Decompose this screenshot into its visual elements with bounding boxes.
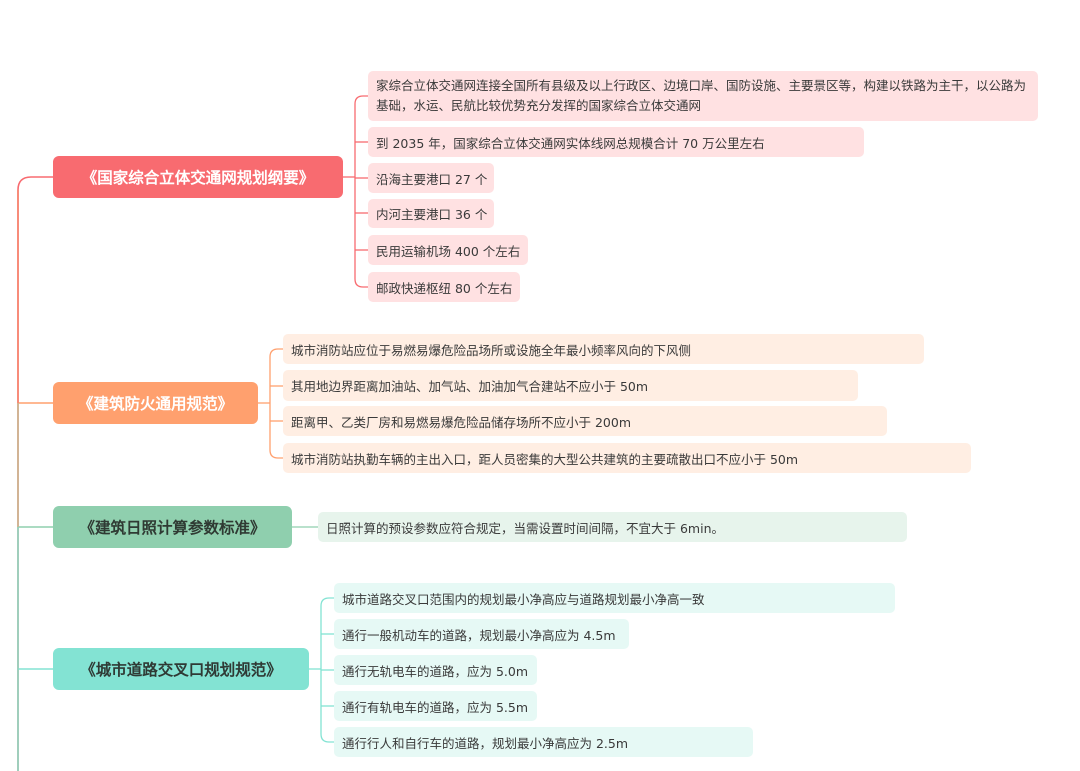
branch-2-connectors [258,348,283,459]
list-item: 民用运输机场 400 个左右 [368,235,528,265]
list-item: 邮政快递枢纽 80 个左右 [368,272,520,302]
list-item: 内河主要港口 36 个 [368,199,494,228]
list-item: 家综合立体交通网连接全国所有县级及以上行政区、边境口岸、国防设施、主要景区等，构… [368,71,1038,121]
list-item: 通行有轨电车的道路，应为 5.5m [334,691,537,721]
list-item: 通行一般机动车的道路，规划最小净高应为 4.5m [334,619,629,649]
list-item: 日照计算的预设参数应符合规定，当需设置时间间隔，不宜大于 6min。 [318,512,907,542]
branch-topic[interactable]: 《城市道路交叉口规划规范》 [53,648,309,690]
branch-topic[interactable]: 《国家综合立体交通网规划纲要》 [53,156,343,198]
list-item: 通行无轨电车的道路，应为 5.0m [334,655,537,685]
list-item: 城市道路交叉口范围内的规划最小净高应与道路规划最小净高一致 [334,583,895,613]
branch-1-connectors [343,95,368,288]
list-item: 距离甲、乙类厂房和易燃易爆危险品储存场所不应小于 200m [283,406,887,436]
list-item: 通行行人和自行车的道路，规划最小净高应为 2.5m [334,727,753,757]
branch-topic[interactable]: 《建筑日照计算参数标准》 [53,506,292,548]
branch-topic[interactable]: 《建筑防火通用规范》 [53,382,258,424]
list-item: 沿海主要港口 27 个 [368,163,494,193]
list-item: 到 2035 年，国家综合立体交通网实体线网总规模合计 70 万公里左右 [368,127,864,157]
branch-4-connectors [309,597,334,743]
list-item: 城市消防站执勤车辆的主出入口，距人员密集的大型公共建筑的主要疏散出口不应小于 5… [283,443,971,473]
list-item: 其用地边界距离加油站、加气站、加油加气合建站不应小于 50m [283,370,858,401]
list-item: 城市消防站应位于易燃易爆危险品场所或设施全年最小频率风向的下风侧 [283,334,924,364]
trunk-to-branch-1 [17,176,53,771]
